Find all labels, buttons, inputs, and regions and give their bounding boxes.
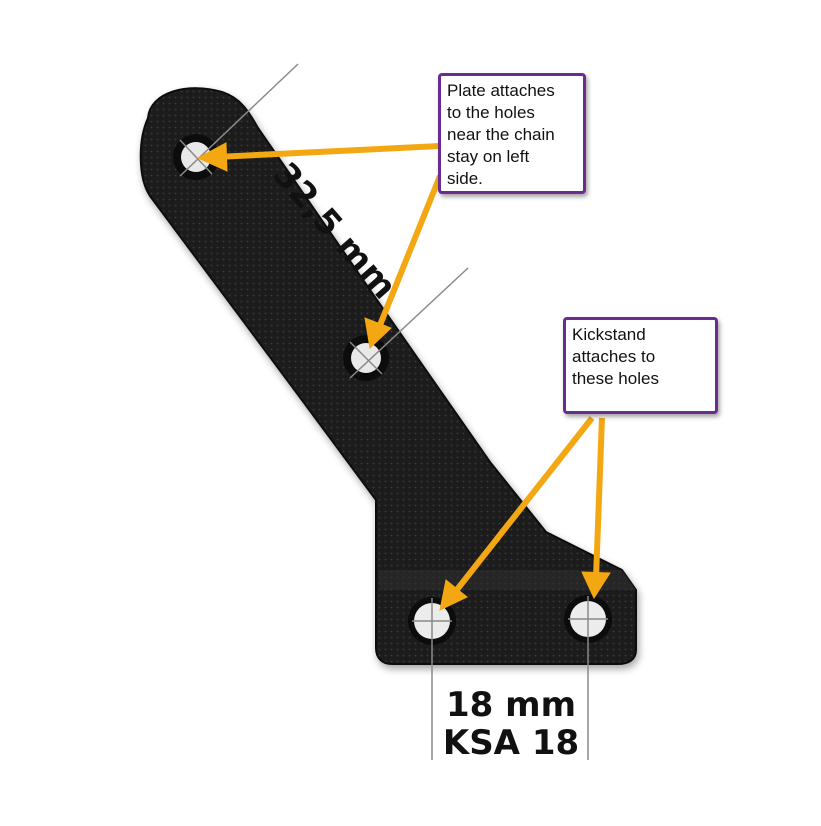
center-lines (179, 63, 608, 760)
arrow-to-upper-hole-head (196, 142, 228, 172)
arrow-to-middle-hole-head (364, 317, 392, 350)
bolt-spacing-label: 18 mm (445, 685, 576, 725)
arrow-to-upper-hole-shaft (215, 143, 441, 160)
middle-hole-crossline (349, 341, 383, 375)
upper-hole-crossline (179, 139, 213, 175)
arrow-to-left-kickstand-hole-head (439, 579, 468, 611)
arrow-to-right-kickstand-hole-head (581, 571, 611, 600)
bolt-spacing-block: 18 mm KSA 18 (428, 686, 594, 762)
arrow-to-right-kickstand-hole-shaft (593, 417, 605, 579)
arrow-to-left-kickstand-hole-shaft (449, 416, 595, 598)
model-label: KSA 18 (442, 723, 580, 763)
pointer-arrows (196, 142, 611, 611)
arrow-to-middle-hole-shaft (375, 174, 443, 332)
callout-plate-attachment: Plate attaches to the holes near the cha… (438, 73, 586, 194)
middle-hole-centerline (349, 267, 469, 379)
callout-kickstand-attachment: Kickstand attaches to these holes (563, 317, 718, 414)
plate-ledge (378, 570, 636, 590)
